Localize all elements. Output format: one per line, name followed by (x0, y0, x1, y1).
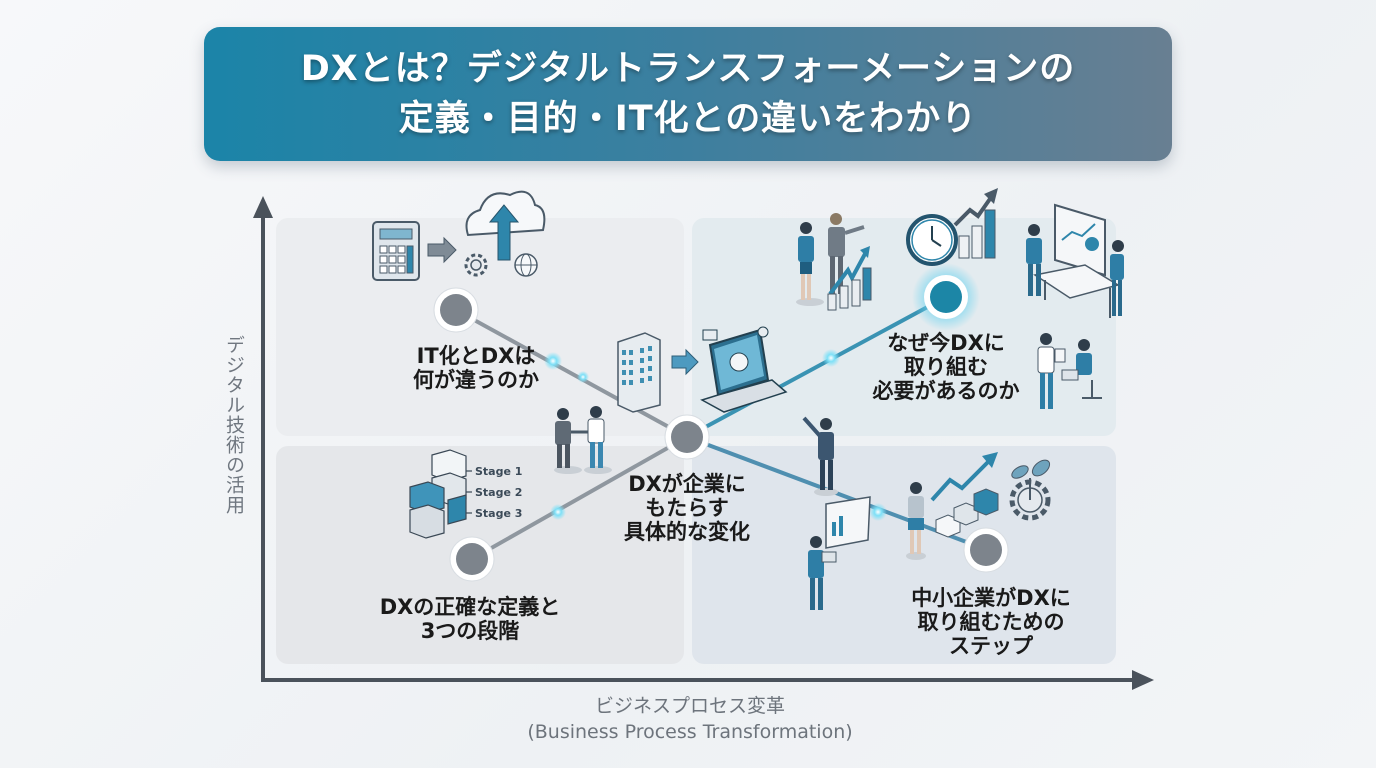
gear-sprout-icon (1009, 459, 1051, 521)
quadrant-bottom-right (692, 446, 1116, 664)
connector-bl (471, 435, 688, 561)
dashboard-meeting-icon (1026, 203, 1124, 318)
cloud-upload-icon (465, 190, 546, 261)
glow-dot (869, 503, 887, 521)
x-axis-label: ビジネスプロセス変革 (594, 695, 785, 717)
stage-1-label: Stage 1 (475, 465, 523, 478)
right-arrow-icon (671, 348, 699, 376)
laptop-icon (700, 326, 788, 413)
title-line-2: 定義・目的・IT化との違いをわかり (398, 99, 978, 139)
connector-tr (686, 295, 947, 439)
title-line-1: DXとは？デジタルトランスフォーメーションの (300, 49, 1076, 89)
node-why-now[interactable] (912, 263, 980, 331)
x-axis (261, 670, 1154, 690)
title-banner: DXとは？デジタルトランスフォーメーションの 定義・目的・IT化との違いをわかり (204, 27, 1172, 161)
y-axis-arrow-icon (253, 196, 273, 218)
connector-tl (455, 308, 688, 439)
right-arrow-icon (427, 236, 457, 264)
glow-dot (577, 371, 589, 383)
analyst-laptop-icon (808, 496, 871, 610)
glow-dot (822, 349, 840, 367)
stage-2-label: Stage 2 (475, 486, 523, 499)
node-label-definition: DXの正確な定義と 3つの段階 (379, 595, 561, 643)
x-axis-label-en: (Business Process Transformation) (527, 721, 853, 743)
stage-3-label: Stage 3 (475, 507, 523, 520)
clock-growth-icon (906, 188, 998, 266)
glow-dot (544, 352, 562, 370)
y-axis-label: デジタル技術の活用 (223, 335, 245, 515)
office-building-icon (617, 332, 661, 413)
business-team-chart-icon (796, 213, 872, 311)
node-label-center: DXが企業に もたらす 具体的な変化 (624, 472, 750, 544)
node-label-why-now: なぜ今DXに 取り組む 必要があるのか (872, 331, 1020, 403)
calculator-icon (372, 221, 420, 281)
office-workers-icon (1037, 333, 1102, 409)
node-it-vs-dx[interactable] (433, 287, 479, 333)
node-label-it-vs-dx: IT化とDXは 何が違うのか (413, 344, 539, 392)
node-definition[interactable] (449, 536, 495, 582)
x-axis-label-block: ビジネスプロセス変革 (Business Process Transformat… (480, 693, 900, 745)
handshake-people-icon (554, 406, 612, 474)
pointing-person-icon (802, 416, 838, 496)
node-sme-steps[interactable] (963, 527, 1009, 573)
growth-arrow-cubes-icon (906, 452, 999, 560)
glow-dot (550, 504, 566, 520)
stacked-cubes-icon (409, 449, 472, 539)
globe-icon (514, 253, 538, 277)
node-center[interactable] (664, 414, 710, 460)
y-axis (253, 196, 273, 680)
node-label-sme-steps: 中小企業がDXに 取り組むための ステップ (911, 586, 1071, 658)
x-axis-arrow-icon (1132, 670, 1154, 690)
gear-icon (464, 253, 488, 277)
